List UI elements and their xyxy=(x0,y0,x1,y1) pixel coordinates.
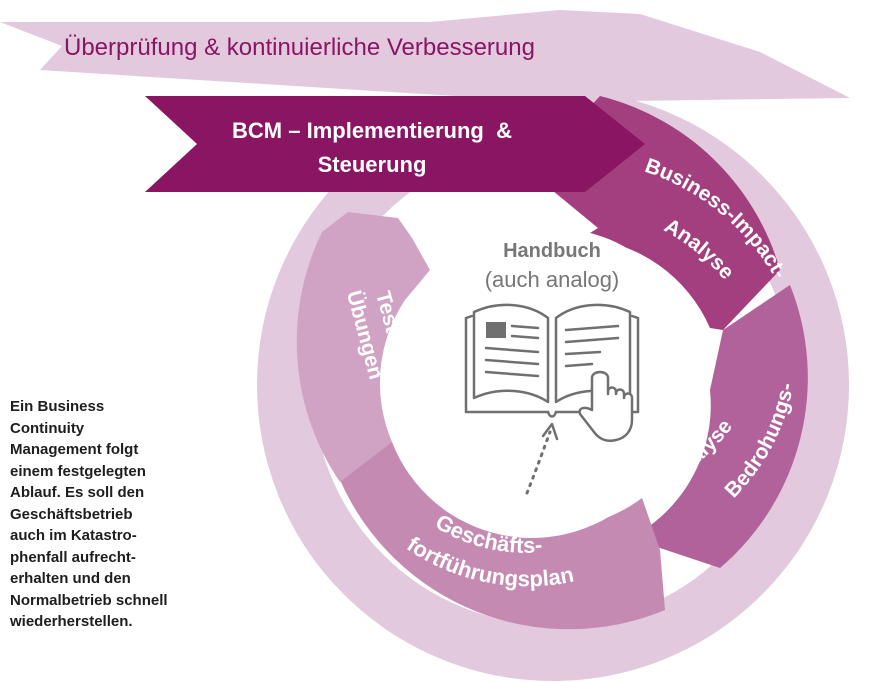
dotted-arrow-head xyxy=(541,422,559,441)
caption-line: einem festgelegten xyxy=(10,462,146,480)
pointing-hand-icon xyxy=(578,370,634,442)
implementation-arrow: BCM – Implementierung & Steuerung xyxy=(145,96,645,192)
outer-ring-label: Überprüfung & kontinuierliche Verbesseru… xyxy=(64,34,535,61)
center-disc xyxy=(402,228,702,528)
description-caption: Ein Business Continuity Management folgt… xyxy=(10,396,200,633)
implementation-line-2: Steuerung xyxy=(318,152,427,177)
dotted-arrow-icon xyxy=(525,422,559,495)
caption-line: Geschäftsbetrieb xyxy=(10,505,133,523)
caption-line: Continuity xyxy=(10,419,85,437)
segment-geschaeftsfortfuehrungsplan xyxy=(340,442,665,630)
outer-ring-banner xyxy=(0,10,850,102)
handbook-subtitle: (auch analog) xyxy=(485,267,620,292)
segment-tests-uebungen xyxy=(296,212,430,482)
segment-bedrohungsanalyse xyxy=(622,285,808,568)
caption-line: erhalten und den xyxy=(10,570,131,587)
caption-line: wiederherstellen. xyxy=(10,613,133,630)
caption-line: Ein Business xyxy=(10,398,105,415)
caption-line: Normalbetrieb schnell xyxy=(10,591,168,609)
handbook-center: Handbuch (auch analog) xyxy=(464,240,640,495)
caption-line: Ablauf. Es soll den xyxy=(10,484,145,501)
implementation-line-1: BCM – Implementierung & xyxy=(232,118,512,143)
caption-line: auch im Katastro- xyxy=(10,527,137,544)
dotted-arrow-line xyxy=(525,430,552,495)
implementation-arrow-shape xyxy=(145,96,645,192)
caption-line: Management folgt xyxy=(10,441,139,458)
caption-line: phenfall aufrecht- xyxy=(10,548,136,566)
handbook-title: Handbuch xyxy=(503,240,601,262)
